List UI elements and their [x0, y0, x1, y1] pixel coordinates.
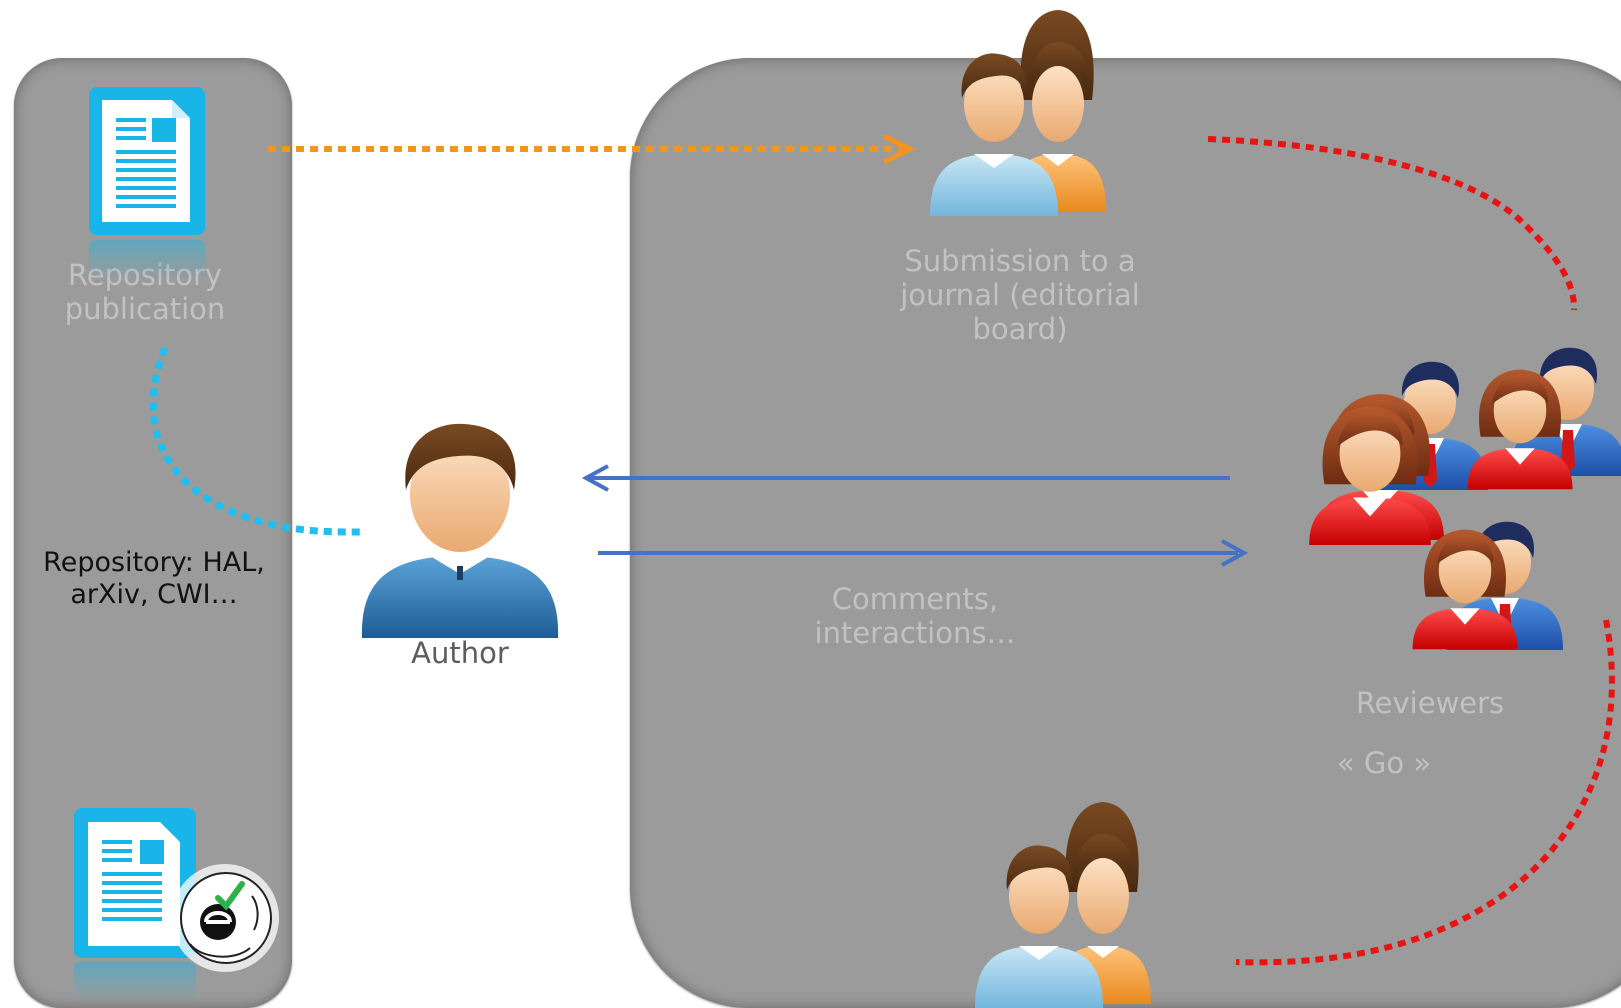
go-label: « Go »	[1336, 746, 1432, 780]
editorial-board-figure	[930, 10, 1106, 216]
episciences-logo	[171, 864, 279, 972]
document-icon-episciences	[74, 808, 279, 1002]
red-dotted-curve-bottom	[1235, 619, 1615, 966]
submission-label: Submission to a journal (editorial board…	[900, 244, 1140, 347]
reviewers-label: Reviewers	[1355, 686, 1505, 720]
orange-dotted-arrow	[268, 133, 916, 165]
reviewers-figure	[1309, 347, 1621, 650]
editorial-board-figure-bottom	[975, 802, 1151, 1008]
author-figure	[361, 423, 559, 638]
document-icon	[89, 87, 205, 280]
comments-label: Comments, interactions…	[814, 582, 1016, 651]
cyan-dotted-curve	[149, 346, 366, 536]
arrow-to-reviewers	[598, 539, 1249, 567]
arrow-to-author	[581, 464, 1230, 492]
author-label: Author	[411, 636, 509, 670]
red-dotted-curve-top	[1207, 136, 1578, 311]
repository-list-label: Repository: HAL, arXiv, CWI…	[43, 547, 265, 610]
